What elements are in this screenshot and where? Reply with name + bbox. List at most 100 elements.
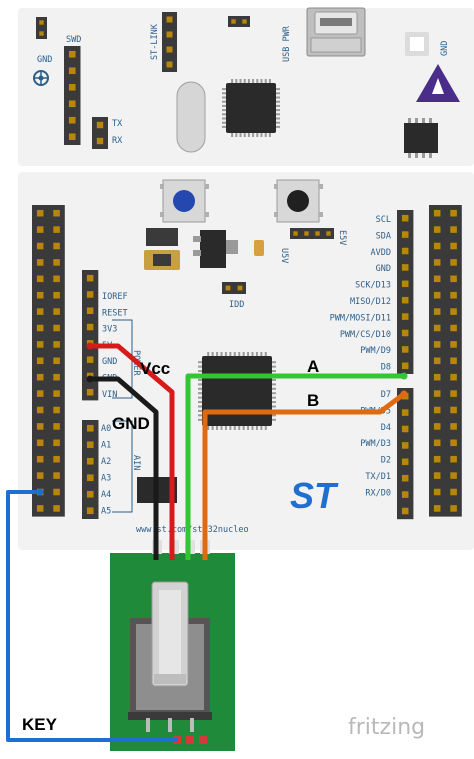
chip-pin	[198, 365, 203, 368]
header-body	[92, 117, 108, 149]
label-a: A	[307, 357, 319, 376]
chip-pin	[243, 79, 246, 84]
header-pin	[433, 423, 441, 430]
header-pin	[166, 16, 173, 23]
header-pin	[86, 356, 94, 363]
header-pin	[433, 472, 441, 479]
header-pin	[86, 441, 94, 449]
chip-pin	[243, 132, 246, 137]
header-pin	[450, 472, 457, 479]
pin-label: A2	[101, 457, 111, 467]
header-pin	[68, 116, 76, 124]
header-pin	[450, 209, 457, 217]
header-body	[162, 12, 177, 72]
header-pin	[401, 313, 409, 320]
header-pin	[53, 324, 60, 332]
chip-pin	[271, 378, 276, 381]
chip-pin	[271, 383, 276, 386]
header-pin	[304, 231, 309, 236]
header-pin	[53, 341, 60, 348]
wire-key	[6, 490, 178, 742]
chip-pin	[275, 104, 280, 107]
pin-label: VIN	[102, 390, 117, 400]
chip-pin	[247, 79, 250, 84]
header-pin	[96, 137, 104, 145]
header-pin	[450, 406, 457, 414]
header-pin	[53, 505, 60, 512]
header-body	[82, 270, 99, 401]
header-pin	[53, 390, 60, 397]
header-pin	[53, 423, 60, 430]
chip-pin	[239, 79, 242, 84]
header-pin	[401, 507, 409, 515]
header-pin	[53, 472, 60, 479]
header-pin	[86, 474, 94, 482]
pin-label: A5	[101, 507, 111, 517]
chip-pin	[222, 100, 227, 103]
header-body	[397, 210, 414, 374]
header-pin	[450, 275, 457, 283]
chip-pin	[275, 100, 280, 103]
digital-pin-labels-top: SCLSDAAVDDGNDSCK/D13MISO/D12PWM/MOSI/D11…	[330, 215, 391, 373]
chip-pin	[222, 113, 227, 116]
header-pin	[86, 274, 94, 282]
chip-pin	[264, 79, 267, 84]
rotary-encoder-module	[110, 540, 235, 751]
usb-connector	[306, 7, 366, 57]
header-pin	[433, 373, 441, 381]
header-pin	[36, 242, 44, 250]
header-pin	[36, 455, 44, 463]
header-pin	[36, 259, 44, 266]
header-pin	[36, 308, 44, 315]
label-idd: IDD	[229, 300, 244, 310]
header-pin	[401, 425, 409, 433]
chip-pin	[233, 352, 236, 357]
header-pin	[36, 390, 44, 397]
header-pin	[433, 209, 441, 217]
header-pin	[86, 388, 94, 396]
header-pin	[36, 324, 44, 332]
pin-label: D8	[381, 363, 391, 373]
label-u5v: U5V	[279, 248, 289, 263]
header-pin	[242, 19, 247, 24]
pin-label: A4	[101, 490, 111, 500]
chip-pin	[198, 378, 203, 381]
led	[405, 32, 429, 56]
header-pin	[68, 67, 76, 75]
header-pin	[36, 275, 44, 283]
label-ain: AIN	[131, 455, 141, 470]
chip-pin	[408, 118, 411, 124]
header-pin	[68, 50, 76, 58]
header-pin	[401, 329, 409, 337]
chip-pin	[222, 121, 227, 124]
chip-pin	[247, 132, 250, 137]
header-pin	[36, 226, 44, 233]
header-pin	[36, 423, 44, 430]
pin-label: PWM/D9	[360, 346, 391, 356]
label-rx: RX	[112, 136, 123, 146]
header-pin	[36, 472, 44, 479]
chip-pin	[260, 352, 263, 357]
label-vcc: Vcc	[140, 359, 170, 378]
header-pin	[433, 341, 441, 348]
header-pin	[53, 439, 60, 447]
arduino-analog-header	[82, 420, 99, 519]
chip-pin	[271, 370, 276, 373]
header-pin	[401, 280, 409, 288]
header-pin	[433, 357, 441, 365]
chip-pin	[220, 425, 223, 430]
chip-pin	[198, 383, 203, 386]
morpho-header-left	[32, 205, 65, 517]
header-pin	[68, 100, 76, 108]
header-pin	[433, 259, 441, 266]
header-pin	[53, 308, 60, 315]
chip-pin	[260, 132, 263, 137]
pin-label: AVDD	[371, 248, 391, 258]
pin-label: RESET	[102, 308, 128, 318]
label-url: www.st.com/stm32nucleo	[136, 525, 249, 535]
chip-pin	[275, 92, 280, 95]
header-pin	[326, 231, 331, 236]
header-pin	[293, 231, 298, 236]
chip-pin	[251, 352, 254, 357]
